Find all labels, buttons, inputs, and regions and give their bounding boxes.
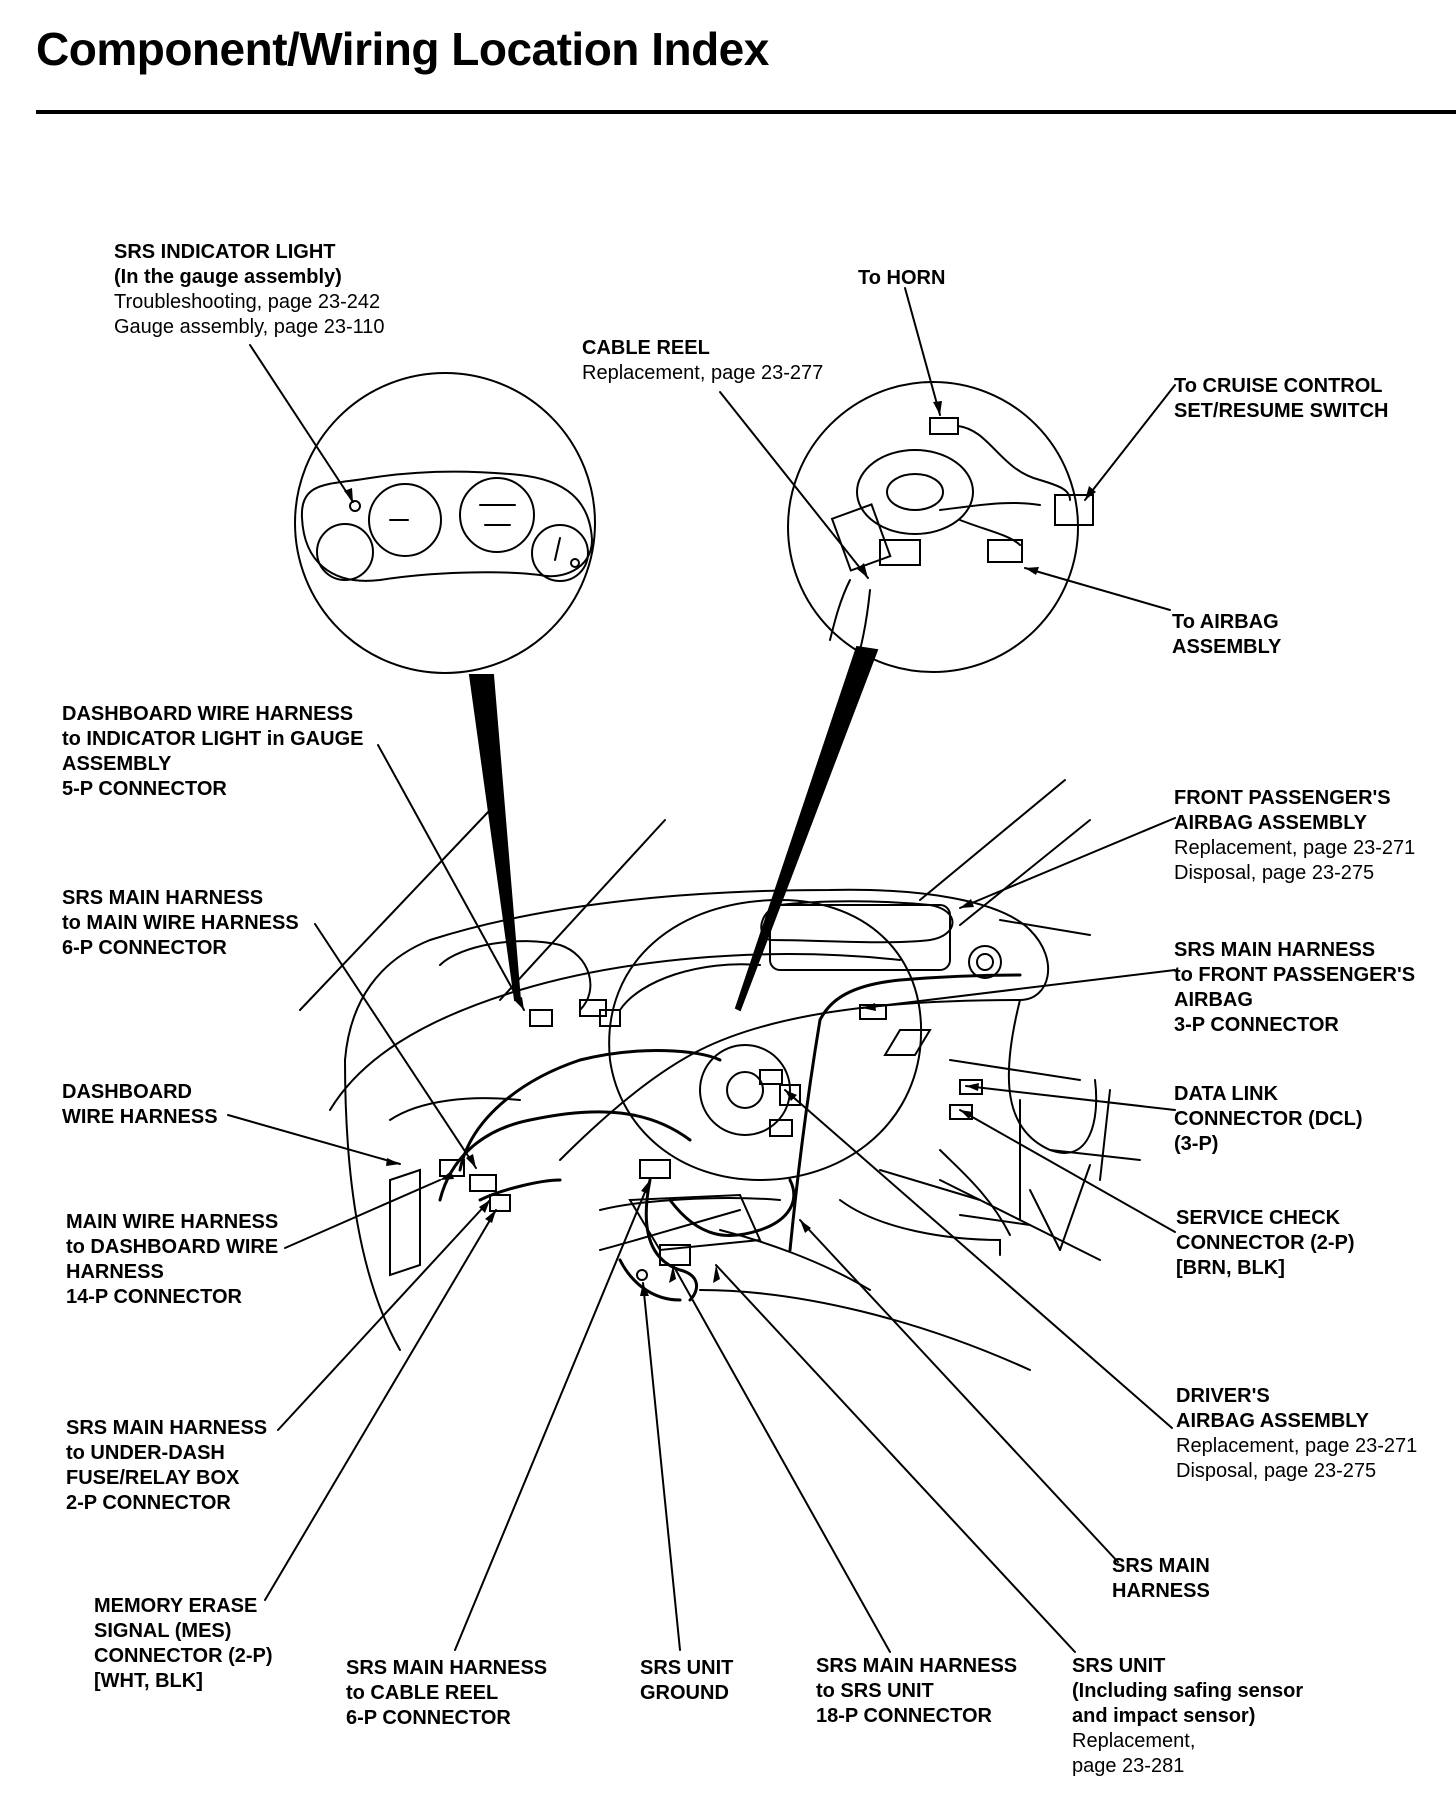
leader-srs-unit <box>715 1264 1076 1653</box>
leader-srs-main-harness <box>799 1219 1119 1563</box>
callout-srs-main-to-main-wire: SRS MAIN HARNESS to MAIN WIRE HARNESS 6-… <box>62 887 299 959</box>
leader-srs-unit-ground <box>642 1282 681 1651</box>
callout-data-link-connector: DATA LINK CONNECTOR (DCL) (3-P) <box>1174 1083 1363 1155</box>
passenger-airbag-module <box>769 904 951 971</box>
callout-front-passenger-airbag: FRONT PASSENGER'S AIRBAG ASSEMBLY Replac… <box>1174 787 1416 884</box>
gauge-dial-speed <box>368 483 442 557</box>
callout-cable-reel: CABLE REEL Replacement, page 23-277 <box>582 337 824 384</box>
callout-srs-main-to-cable-reel: SRS MAIN HARNESS to CABLE REEL 6-P CONNE… <box>346 1657 548 1729</box>
gauge-dial-tach <box>459 477 535 553</box>
leader-dashboard-indicator <box>377 744 525 1011</box>
leader-main-to-dashboard <box>284 1179 441 1249</box>
column-cover <box>389 1168 421 1277</box>
leader-dashboard-harness <box>227 1114 401 1165</box>
callout-dashboard-harness-indicator: DASHBOARD WIRE HARNESS to INDICATOR LIGH… <box>62 703 364 800</box>
leader-memory-erase <box>264 1209 497 1601</box>
callout-srs-indicator-light: SRS INDICATOR LIGHT (In the gauge assemb… <box>114 241 385 338</box>
callout-cruise-control-switch: To CRUISE CONTROL SET/RESUME SWITCH <box>1174 375 1389 422</box>
callout-to-airbag-assembly: To AIRBAG ASSEMBLY <box>1172 611 1282 658</box>
leader-data-link <box>965 1085 1176 1111</box>
callout-service-check-connector: SERVICE CHECK CONNECTOR (2-P) [BRN, BLK] <box>1176 1207 1355 1279</box>
leader-cruise-switch <box>1084 384 1176 501</box>
leader-srs-indicator <box>249 344 354 503</box>
callout-srs-unit-ground: SRS UNIT GROUND <box>640 1657 734 1704</box>
steering-wheel <box>608 898 923 1182</box>
leader-to-horn <box>904 287 941 416</box>
steering-detail-circle <box>787 381 1079 673</box>
leader-front-passenger <box>959 817 1176 909</box>
callout-memory-erase-signal: MEMORY ERASE SIGNAL (MES) CONNECTOR (2-P… <box>94 1595 273 1692</box>
gauge-dial-left <box>316 523 374 581</box>
page-title: Component/Wiring Location Index <box>36 23 769 75</box>
callout-srs-main-to-passenger: SRS MAIN HARNESS to FRONT PASSENGER'S AI… <box>1174 939 1416 1036</box>
gauge-dial-right <box>531 524 589 582</box>
callout-srs-unit: SRS UNIT (Including safing sensor and im… <box>1072 1655 1304 1777</box>
callout-srs-main-to-fuse-box: SRS MAIN HARNESS to UNDER-DASH FUSE/RELA… <box>66 1417 268 1514</box>
gauge-cluster-outline <box>300 470 594 582</box>
dashboard-outline <box>344 888 1049 1161</box>
airbag-hub <box>699 1044 791 1136</box>
srs-unit-body <box>628 1193 762 1252</box>
leader-srs-main-cable-reel <box>454 1179 651 1651</box>
leader-service-check <box>959 1109 1176 1233</box>
harness-routing <box>458 1049 722 1172</box>
leader-srs-main-srs-unit <box>672 1264 891 1653</box>
callout-drivers-airbag: DRIVER'S AIRBAG ASSEMBLY Replacement, pa… <box>1176 1385 1418 1482</box>
title-rule <box>36 110 1456 114</box>
leader-srs-main-passenger <box>861 969 1176 1009</box>
callout-srs-main-to-srs-unit: SRS MAIN HARNESS to SRS UNIT 18-P CONNEC… <box>816 1655 1018 1727</box>
callout-dashboard-wire-harness: DASHBOARD WIRE HARNESS <box>62 1081 218 1128</box>
leader-srs-main-fuse <box>277 1199 491 1431</box>
leader-srs-main-main <box>314 923 477 1169</box>
leader-drivers-airbag <box>784 1089 1173 1429</box>
leader-cable-reel <box>719 391 869 579</box>
gauge-detail-circle <box>294 372 596 674</box>
cable-reel-shape <box>856 449 974 535</box>
srs-indicator-lamp <box>349 500 361 512</box>
callout-srs-main-harness: SRS MAIN HARNESS <box>1112 1555 1210 1602</box>
leader-airbag-assembly <box>1024 567 1171 611</box>
callout-to-horn: To HORN <box>858 267 946 289</box>
callout-main-wire-to-dashboard: MAIN WIRE HARNESS to DASHBOARD WIRE HARN… <box>66 1211 279 1308</box>
